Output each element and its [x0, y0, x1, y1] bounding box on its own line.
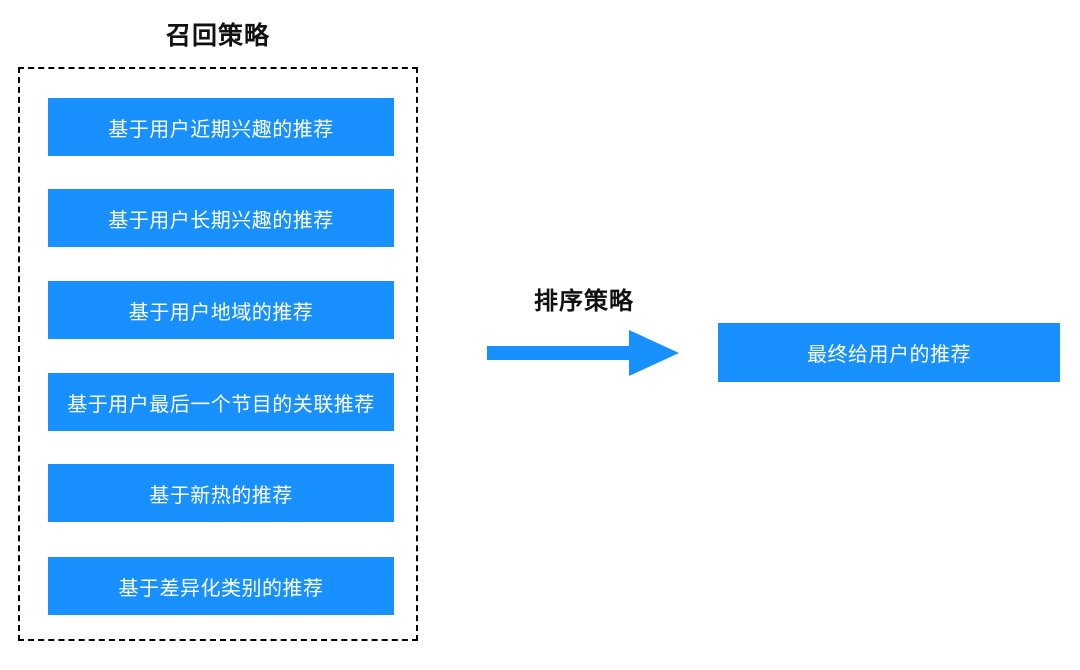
recall-item-region: 基于用户地域的推荐: [48, 281, 394, 339]
final-recommendation-box: 最终给用户的推荐: [718, 323, 1060, 382]
recall-strategy-group: 基于用户近期兴趣的推荐 基于用户长期兴趣的推荐 基于用户地域的推荐 基于用户最后…: [18, 67, 418, 641]
recall-item-last-program-related: 基于用户最后一个节目的关联推荐: [48, 373, 394, 431]
ranking-strategy-label: 排序策略: [534, 288, 634, 315]
recall-item-longterm-interest: 基于用户长期兴趣的推荐: [48, 189, 394, 247]
recall-strategy-title: 召回策略: [165, 22, 270, 50]
recall-item-new-hot: 基于新热的推荐: [48, 464, 394, 522]
right-arrow-icon: [487, 330, 679, 376]
recall-item-recent-interest: 基于用户近期兴趣的推荐: [48, 98, 394, 156]
recall-item-diversified-category: 基于差异化类别的推荐: [48, 557, 394, 615]
